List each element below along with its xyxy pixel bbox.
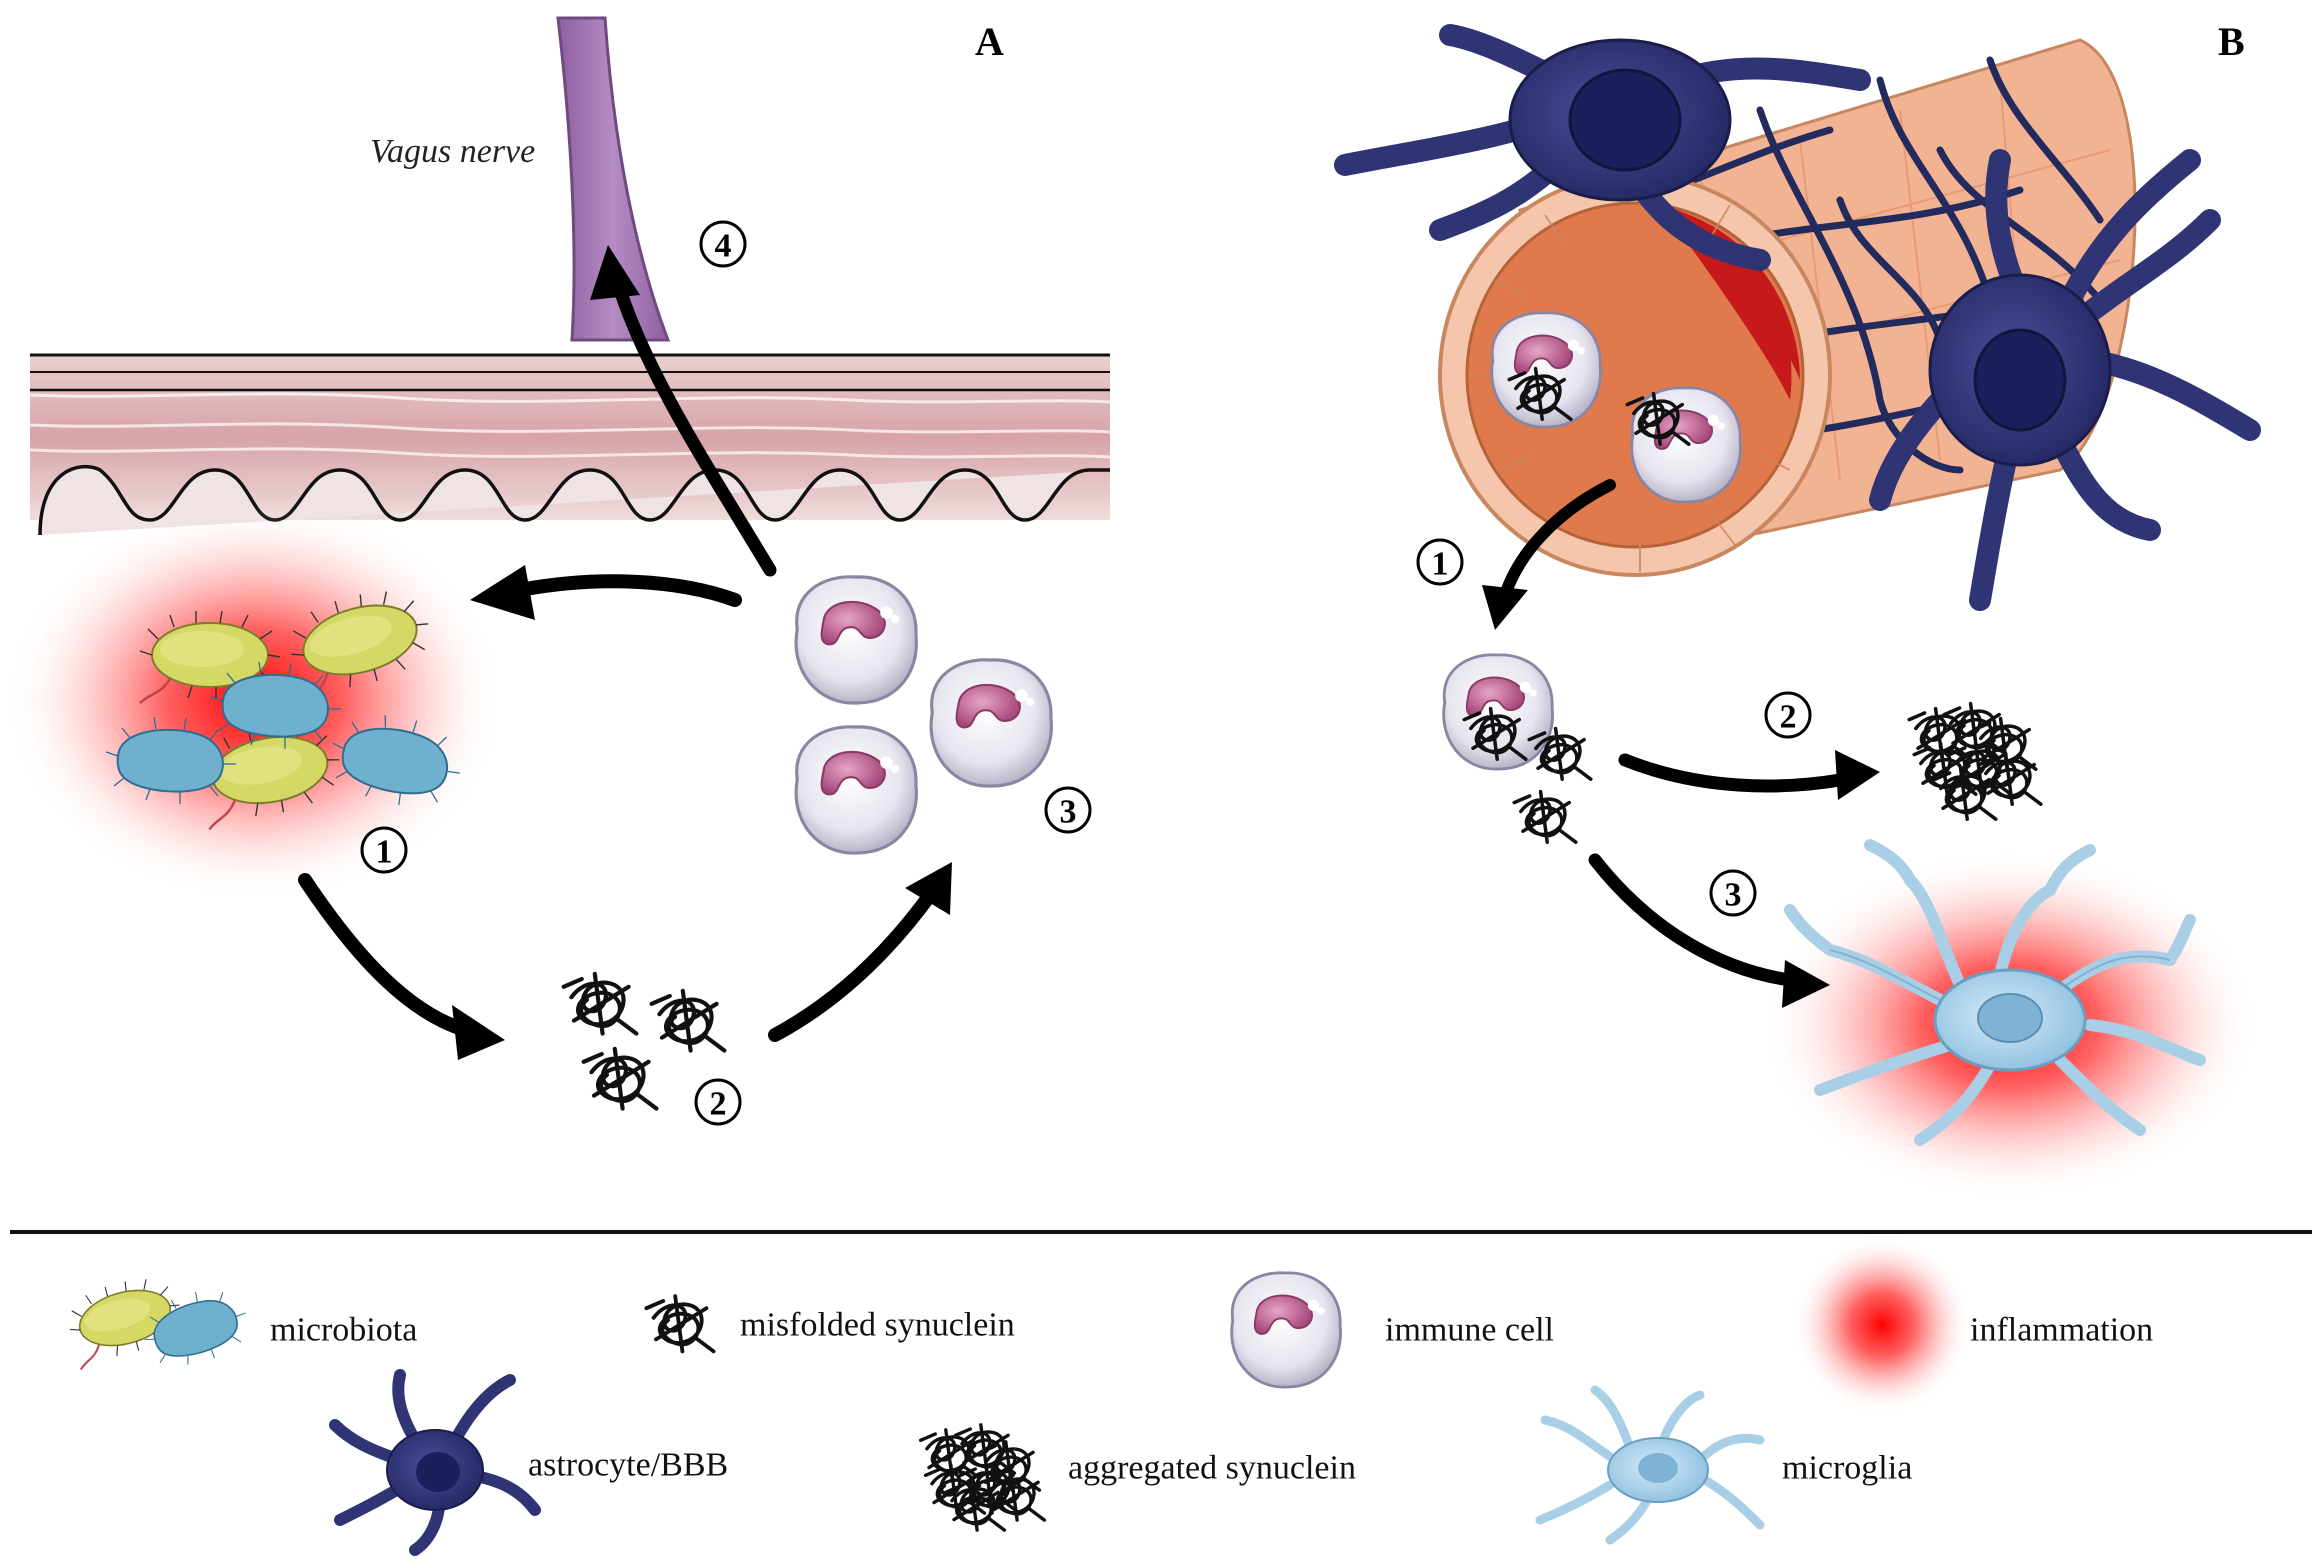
vagus-nerve (556, 16, 671, 342)
legend-microbiota: microbiota (60, 1268, 417, 1380)
legend-aggregated-synuclein (918, 1423, 1047, 1532)
misfolded-synuclein (1512, 789, 1578, 844)
svg-text:3: 3 (1060, 794, 1077, 831)
legend-astrocyte-label: astrocyte/BBB (528, 1447, 728, 1484)
svg-text:1: 1 (376, 834, 393, 871)
legend-microglia: microglia (1535, 1385, 1912, 1545)
legend-astrocyte: astrocyte/BBB (329, 1369, 728, 1556)
legend-microglia-label: microglia (1782, 1450, 1912, 1487)
immune-cell (794, 725, 918, 855)
misfolded-synuclein (652, 991, 725, 1051)
svg-text:2: 2 (1780, 699, 1797, 736)
misfolded-synuclein (584, 1049, 657, 1109)
legend-inflammation: inflammation (1792, 1235, 2153, 1415)
legend-microbiota-label: microbiota (270, 1312, 417, 1349)
legend-misfolded-label: misfolded synuclein (740, 1307, 1015, 1344)
legend-immune-label: immune cell (1385, 1312, 1554, 1349)
svg-text:2: 2 (710, 1086, 727, 1123)
misfolded-synuclein (564, 974, 637, 1034)
astrocyte (1869, 149, 2261, 611)
step-marker-a-3: 3 (1044, 786, 1092, 834)
panel-b-label: B (2218, 19, 2245, 64)
step-marker-b-3: 3 (1709, 869, 1757, 917)
legend-aggregated-label: aggregated synuclein (1068, 1450, 1356, 1487)
legend-inflammation-label: inflammation (1970, 1312, 2153, 1349)
step-marker-a-1: 1 (360, 826, 408, 874)
legend-immune-cell: immune cell (1230, 1271, 1554, 1389)
astrocyte (1334, 24, 1871, 271)
microglia (1784, 839, 2206, 1146)
panel-a-label: A (975, 19, 1004, 64)
immune-cell (794, 575, 918, 705)
vagus-nerve-label: Vagus nerve (370, 133, 535, 170)
step-marker-a-2: 2 (694, 1078, 742, 1126)
svg-text:1: 1 (1432, 546, 1449, 583)
immune-cell (929, 658, 1053, 788)
step-marker-b-2: 2 (1764, 691, 1812, 739)
arrows-panel-b (1482, 479, 1880, 1008)
aggregated-synuclein (1907, 701, 2043, 821)
svg-text:3: 3 (1725, 877, 1742, 914)
step-marker-a-4: 4 (699, 220, 747, 268)
step-marker-b-1: 1 (1416, 538, 1464, 586)
svg-text:4: 4 (715, 228, 732, 265)
arrows-panel-a (298, 245, 952, 1060)
legend-misfolded-synuclein: misfolded synuclein (644, 1294, 1015, 1354)
